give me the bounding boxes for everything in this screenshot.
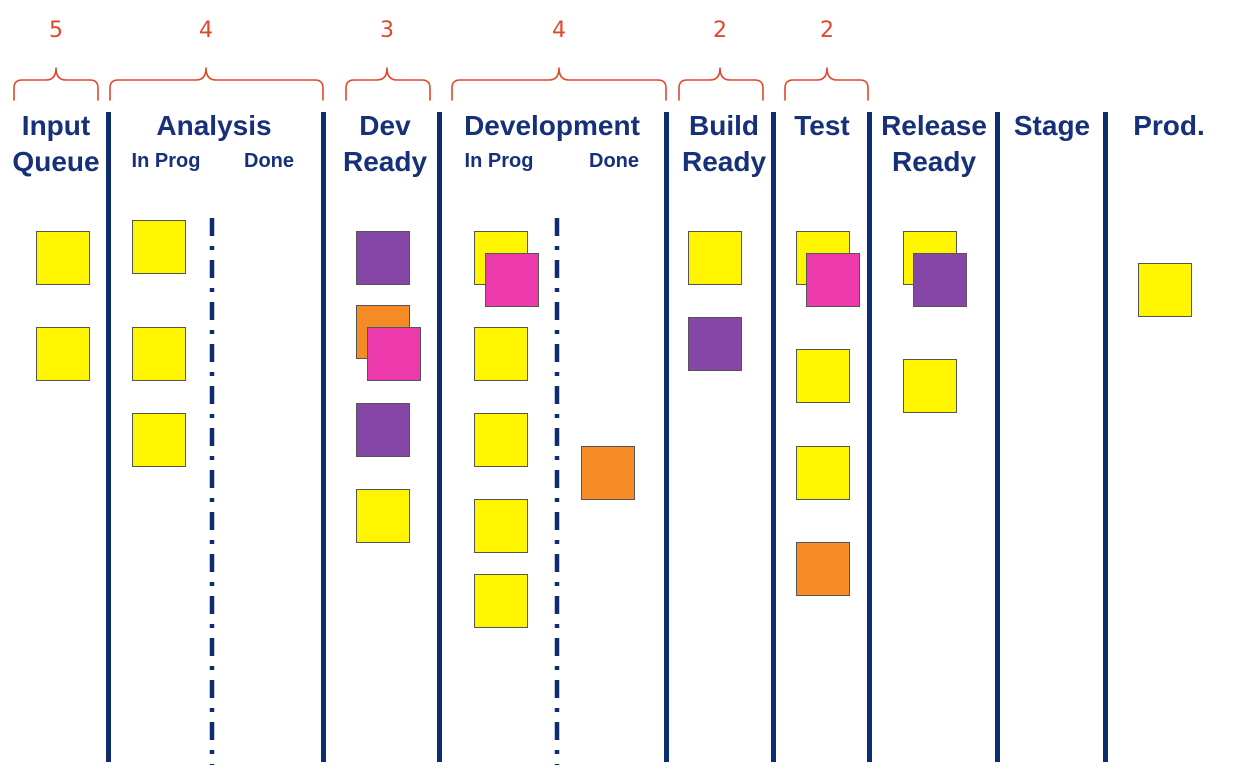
card-yellow[interactable] bbox=[796, 349, 850, 403]
card-purple[interactable] bbox=[356, 403, 410, 457]
card-yellow[interactable] bbox=[796, 446, 850, 500]
card-yellow[interactable] bbox=[36, 327, 90, 381]
card-yellow[interactable] bbox=[36, 231, 90, 285]
column-divider bbox=[867, 112, 872, 762]
wip-bracket-dev-ready bbox=[345, 67, 431, 101]
subcolumn-title-analysis-in-prog: In Prog bbox=[131, 150, 201, 172]
column-title-dev-ready: Dev Ready bbox=[342, 110, 428, 177]
wip-limit-dev-ready: 3 bbox=[380, 18, 394, 43]
wip-bracket-analysis bbox=[109, 67, 324, 101]
subcolumn-title-development-in-prog: In Prog bbox=[464, 150, 534, 172]
card-yellow[interactable] bbox=[903, 359, 957, 413]
card-magenta[interactable] bbox=[806, 253, 860, 307]
column-divider bbox=[1103, 112, 1108, 762]
wip-limit-test: 2 bbox=[820, 18, 834, 43]
wip-limit-analysis: 4 bbox=[199, 18, 213, 43]
wip-limit-development: 4 bbox=[552, 18, 566, 43]
wip-limit-input-queue: 5 bbox=[49, 18, 63, 43]
card-orange[interactable] bbox=[581, 446, 635, 500]
card-purple[interactable] bbox=[913, 253, 967, 307]
card-yellow[interactable] bbox=[474, 413, 528, 467]
column-divider bbox=[321, 112, 326, 762]
card-yellow[interactable] bbox=[132, 220, 186, 274]
card-yellow[interactable] bbox=[474, 327, 528, 381]
card-yellow[interactable] bbox=[132, 327, 186, 381]
column-divider bbox=[771, 112, 776, 762]
column-title-release-ready: Release Ready bbox=[881, 110, 987, 177]
card-magenta[interactable] bbox=[485, 253, 539, 307]
card-purple[interactable] bbox=[688, 317, 742, 371]
subcolumn-title-analysis-done: Done bbox=[244, 150, 294, 172]
card-magenta[interactable] bbox=[367, 327, 421, 381]
wip-bracket-input-queue bbox=[13, 67, 99, 101]
card-yellow[interactable] bbox=[1138, 263, 1192, 317]
column-title-prod: Prod. bbox=[1133, 110, 1205, 141]
column-title-development: Development bbox=[464, 110, 640, 141]
wip-bracket-development bbox=[451, 67, 667, 101]
card-yellow[interactable] bbox=[474, 574, 528, 628]
column-divider bbox=[437, 112, 442, 762]
wip-bracket-test bbox=[784, 67, 869, 101]
column-title-build-ready: Build Ready bbox=[681, 110, 767, 177]
column-title-stage: Stage bbox=[1013, 110, 1091, 141]
wip-bracket-build-ready bbox=[678, 67, 764, 101]
card-orange[interactable] bbox=[796, 542, 850, 596]
card-purple[interactable] bbox=[356, 231, 410, 285]
wip-limit-build-ready: 2 bbox=[713, 18, 727, 43]
column-divider bbox=[664, 112, 669, 762]
column-title-test: Test bbox=[794, 110, 850, 141]
card-yellow[interactable] bbox=[132, 413, 186, 467]
column-title-input-queue: Input Queue bbox=[12, 110, 100, 177]
subcolumn-title-development-done: Done bbox=[589, 150, 639, 172]
card-yellow[interactable] bbox=[474, 499, 528, 553]
card-yellow[interactable] bbox=[688, 231, 742, 285]
card-yellow[interactable] bbox=[356, 489, 410, 543]
column-divider bbox=[106, 112, 111, 762]
column-title-analysis: Analysis bbox=[156, 110, 272, 141]
column-divider bbox=[995, 112, 1000, 762]
